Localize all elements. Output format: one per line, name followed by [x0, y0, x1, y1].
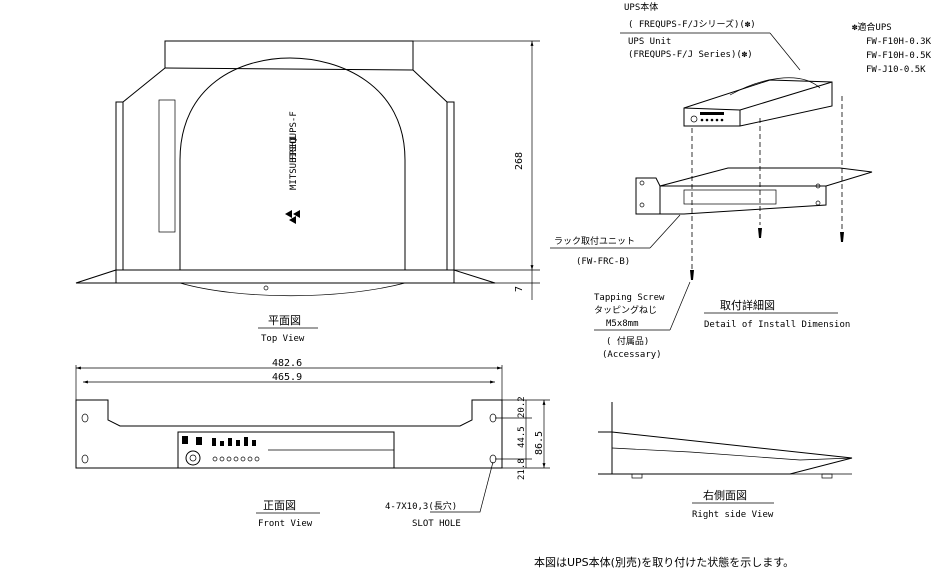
- foot-icon: [631, 473, 643, 479]
- rack-unit-label: ラック取付ユニット: [554, 236, 635, 247]
- rack-base-plate: [115, 269, 455, 284]
- rack-unit-model: (FW-FRC-B): [576, 257, 630, 267]
- left-side-wall: [115, 101, 124, 270]
- tapping-screw-icon: [690, 228, 844, 280]
- rack-leader-line: [649, 214, 681, 249]
- compat-model-3: FW-J10-0.5K: [866, 65, 926, 75]
- slot-note-en: SLOT HOLE: [412, 519, 461, 529]
- screw-label-en: Tapping Screw: [594, 293, 665, 303]
- front-panel-outline: [75, 399, 503, 469]
- front-view: 482.6 465.9: [75, 358, 550, 529]
- side-view: 右側面図 Right side View: [598, 402, 853, 520]
- ups-series-en: (FREQUPS-F/J Series)(✽): [628, 50, 753, 60]
- detail-title-jp: 取付詳細図: [720, 298, 775, 312]
- slot-note: 4-7X10,3(長穴): [385, 500, 457, 512]
- top-view-title-jp: 平面図: [268, 314, 301, 327]
- foot-icon: [821, 473, 833, 479]
- indicator-leds: [182, 436, 260, 462]
- side-view-title-en: Right side View: [692, 510, 774, 520]
- ups-label-en: UPS Unit: [628, 37, 671, 47]
- screw-label-jp: タッピングねじ: [594, 304, 657, 316]
- depth-dimension: 268: [514, 152, 525, 170]
- slot-leader-line: [430, 461, 494, 513]
- slot-hole-icon: [639, 180, 645, 186]
- accessory-jp: ( 付属品): [606, 336, 649, 347]
- front-view-title-en: Front View: [258, 519, 313, 529]
- side-view-title-jp: 右側面図: [703, 488, 747, 502]
- slot-hole-icon: [639, 202, 645, 208]
- front-view-title-jp: 正面図: [263, 499, 296, 512]
- device-model: FREQUPS-F: [289, 111, 299, 160]
- mitsubishi-logo-icon: [285, 210, 300, 224]
- ups-leader-line: [769, 32, 801, 71]
- slot-hole-icons: [81, 413, 497, 464]
- ups-label-jp: UPS本体: [624, 1, 658, 13]
- ups-body-outline: [122, 40, 448, 103]
- screw-leader-line: [669, 281, 691, 331]
- detail-title-en: Detail of Install Dimension: [704, 320, 850, 330]
- detail-view: UPS本体 ( FREQUPS-F/Jシリーズ)(✽) UPS Unit (FR…: [550, 1, 932, 360]
- bottom-offset-dimension: 21.8: [517, 458, 527, 480]
- slot-hole-icon: [815, 200, 821, 206]
- hole-pitch-dimension: 465.9: [272, 372, 302, 383]
- ups-bottom-curve: [179, 282, 406, 297]
- device-brand: MITSUBISHI: [289, 136, 299, 190]
- power-button-icon: [185, 450, 201, 466]
- indicator-leds: [700, 112, 724, 122]
- total-width-dimension: 482.6: [272, 358, 302, 369]
- ups-top-arch: [179, 57, 406, 270]
- screw-size: M5x8mm: [606, 319, 639, 329]
- compat-title: ✽適合UPS: [852, 21, 892, 33]
- screw-icon: [263, 285, 269, 291]
- top-view: MITSUBISHI FREQUPS-F 268 7 平面図 Top View: [75, 40, 540, 344]
- top-offset-dimension: 20.2: [517, 396, 527, 418]
- accessory-en: (Accessary): [602, 350, 662, 360]
- height-dimension: 86.5: [534, 431, 545, 455]
- ups-side-profile: [611, 431, 853, 475]
- compat-model-2: FW-F10H-0.5K: [866, 51, 932, 61]
- compat-model-1: FW-F10H-0.3K: [866, 37, 932, 47]
- footnote: 本図はUPS本体(別売)を取り付けた状態を示します。: [534, 555, 794, 569]
- left-rack-ear: [75, 269, 117, 284]
- vent-slots: [158, 99, 176, 233]
- top-view-title-en: Top View: [261, 334, 305, 344]
- rack-tray-isometric: [635, 167, 873, 215]
- right-rack-ear: [453, 269, 496, 284]
- slot-hole-icon: [815, 183, 821, 189]
- ear-dimension: 7: [514, 286, 525, 292]
- ups-series-jp: ( FREQUPS-F/Jシリーズ)(✽): [628, 18, 756, 30]
- mid-offset-dimension: 44.5: [517, 426, 527, 448]
- right-side-wall: [446, 101, 455, 270]
- power-button-icon: [690, 115, 698, 123]
